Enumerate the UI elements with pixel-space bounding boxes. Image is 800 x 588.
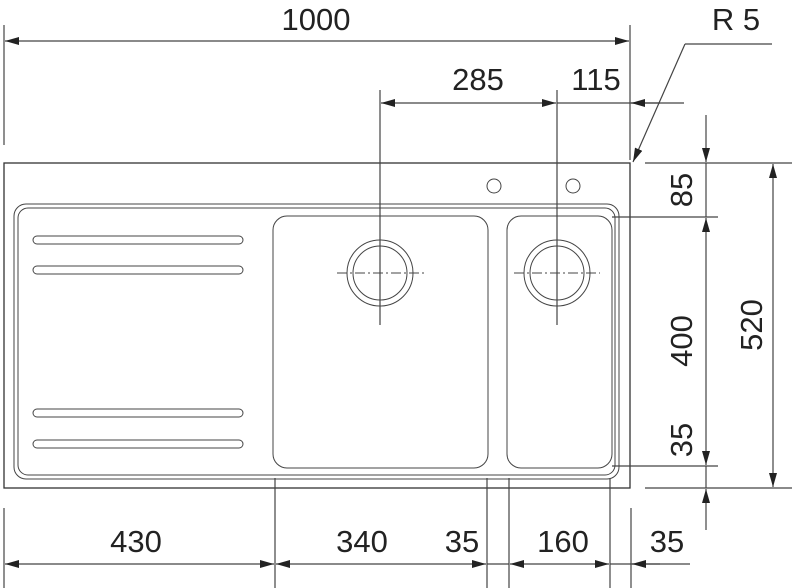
dimension-bowl-separator: 35 (445, 524, 509, 565)
label-overall-width: 1000 (282, 2, 351, 37)
dimension-top-margin: 85 (664, 115, 710, 217)
dimension-drainer-width: 430 (5, 524, 274, 568)
extension-lines-right (612, 162, 792, 489)
label-bowl-depth: 400 (664, 315, 699, 367)
sink-outline (3, 162, 631, 489)
label-drain-to-edge: 115 (571, 62, 620, 97)
dimension-bowl-depth: 400 (664, 218, 710, 465)
label-drain-spacing: 285 (452, 62, 504, 97)
dimension-overall-depth: 520 (734, 164, 777, 487)
label-right-margin: 35 (650, 524, 684, 559)
label-main-bowl-width: 340 (336, 524, 388, 559)
drainer-grooves (32, 235, 244, 449)
label-small-bowl-width: 160 (537, 524, 589, 559)
extension-lines-bottom (3, 478, 632, 588)
center-lines (337, 90, 600, 325)
dimension-bottom-margin: 35 (664, 423, 710, 530)
dimension-overall-width: 1000 (3, 2, 631, 160)
dimension-drain-to-edge: 115 (557, 62, 684, 107)
label-bowl-separator: 35 (445, 524, 479, 559)
tap-holes (486, 178, 581, 194)
label-corner-radius: R 5 (712, 2, 760, 37)
dimension-corner-radius: R 5 (632, 2, 772, 163)
dimension-main-bowl-width: 340 (276, 524, 486, 568)
label-bottom-margin: 35 (664, 423, 699, 457)
dimension-right-margin: 35 (610, 524, 690, 568)
label-overall-depth: 520 (734, 299, 769, 351)
dimension-drain-spacing: 285 (381, 62, 556, 107)
label-top-margin: 85 (664, 173, 699, 207)
dimension-small-bowl-width: 160 (510, 524, 609, 568)
small-bowl (506, 215, 613, 469)
label-drainer-width: 430 (110, 524, 162, 559)
